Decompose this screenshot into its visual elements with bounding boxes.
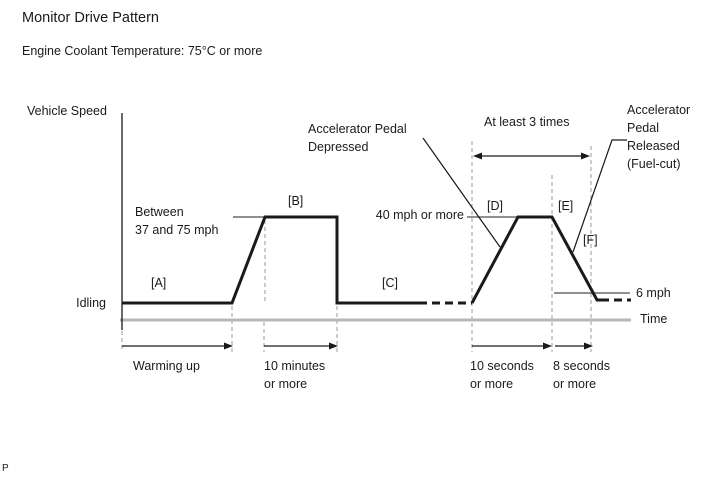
page-title: Monitor Drive Pattern [22, 10, 159, 26]
forty-mph-label: 40 mph or more [375, 208, 464, 222]
segment-a-label: [A] [151, 276, 167, 290]
segment-e-label: [E] [558, 199, 574, 213]
arrowhead-warming-up [224, 342, 233, 350]
page-edge-text-fragment: P [2, 463, 9, 474]
callout-lines [422, 137, 627, 253]
x-axis-label: Time [640, 312, 668, 326]
callout-accel-released [572, 139, 627, 253]
condition-note: Engine Coolant Temperature: 75°C or more [22, 44, 263, 58]
ten-seconds-label: 10 seconds or more [470, 359, 534, 391]
ten-minutes-label: 10 minutes or more [264, 359, 326, 391]
trace-warmup-first-peak [122, 215, 419, 305]
six-mph-label: 6 mph [636, 286, 671, 300]
arrowhead-ten-minutes [329, 342, 338, 350]
accel-depressed-label: Accelerator Pedal Depressed [308, 122, 407, 154]
reference-lines [233, 216, 630, 294]
segment-c-label: [C] [382, 276, 398, 290]
segment-b-label: [B] [288, 194, 304, 208]
segment-d-label: [D] [487, 199, 503, 213]
guide-lines [121, 141, 592, 352]
duration-arrows [122, 152, 593, 350]
at-least-3-times-label: At least 3 times [484, 115, 570, 129]
warming-up-label: Warming up [133, 359, 200, 373]
callout-accel-depressed [422, 137, 501, 248]
speed-range-label: Between 37 and 75 mph [135, 205, 219, 237]
eight-seconds-label: 8 seconds or more [553, 359, 610, 391]
segment-f-label: [F] [583, 233, 598, 247]
arrowhead-at-least-right [581, 152, 590, 160]
accel-released-label: Accelerator Pedal Released (Fuel-cut) [627, 103, 691, 171]
arrowhead-eight-seconds [584, 342, 593, 350]
idling-label: Idling [76, 296, 106, 310]
arrowhead-ten-seconds [543, 342, 552, 350]
trace-second-peak [470, 215, 601, 304]
arrowhead-at-least-left [473, 152, 482, 160]
speed-trace [122, 215, 631, 305]
y-axis-label: Vehicle Speed [27, 104, 107, 118]
